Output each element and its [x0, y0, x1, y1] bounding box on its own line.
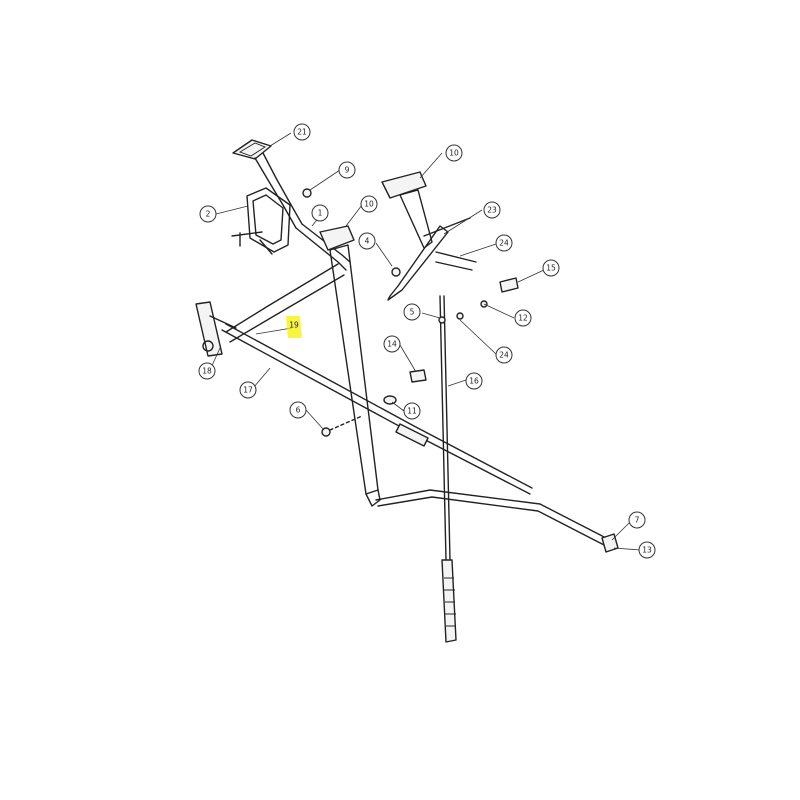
svg-text:5: 5 — [410, 308, 415, 317]
callout-2: 2 — [199, 205, 217, 223]
callout-14: 14 — [383, 335, 401, 353]
callout-5: 5 — [403, 303, 421, 321]
svg-text:23: 23 — [487, 206, 497, 215]
svg-text:1: 1 — [318, 209, 323, 218]
svg-text:6: 6 — [296, 406, 301, 415]
callout-11: 11 — [403, 402, 421, 420]
svg-text:11: 11 — [407, 407, 417, 416]
callout-13: 13 — [638, 541, 656, 559]
highlight-marker — [286, 316, 302, 338]
callout-1: 1 — [311, 204, 329, 222]
callout-10-middle: 10 — [360, 195, 378, 213]
callout-17: 17 — [239, 381, 257, 399]
parts-linework — [195, 139, 619, 643]
svg-text:16: 16 — [469, 377, 479, 386]
callout-15: 15 — [542, 259, 560, 277]
callout-9: 9 — [338, 161, 356, 179]
svg-text:10: 10 — [364, 200, 374, 209]
svg-text:17: 17 — [243, 386, 253, 395]
callout-10-upper: 10 — [445, 144, 463, 162]
callout-12: 12 — [514, 309, 532, 327]
leader-lines — [209, 132, 641, 551]
svg-text:14: 14 — [387, 340, 397, 349]
callouts: 21 9 2 1 10 10 23 4 24 15 5 12 24 19 18 … — [198, 123, 656, 559]
svg-text:2: 2 — [206, 210, 211, 219]
svg-text:7: 7 — [635, 516, 640, 525]
svg-text:18: 18 — [202, 367, 212, 376]
svg-text:24: 24 — [499, 351, 509, 360]
svg-text:4: 4 — [365, 237, 370, 246]
svg-text:19: 19 — [289, 321, 299, 330]
callout-21: 21 — [293, 123, 311, 141]
callout-7: 7 — [628, 511, 646, 529]
callout-4: 4 — [358, 232, 376, 250]
svg-text:15: 15 — [546, 264, 556, 273]
svg-text:12: 12 — [518, 314, 528, 323]
callout-23: 23 — [483, 201, 501, 219]
callout-24-lower: 24 — [495, 346, 513, 364]
callout-19-highlighted: 19 — [286, 316, 302, 338]
callout-24-upper: 24 — [495, 234, 513, 252]
svg-text:9: 9 — [345, 166, 350, 175]
callout-16: 16 — [465, 372, 483, 390]
svg-text:21: 21 — [297, 128, 307, 137]
callout-18: 18 — [198, 362, 216, 380]
diagram-sheet — [190, 118, 670, 678]
svg-text:10: 10 — [449, 149, 459, 158]
svg-text:13: 13 — [642, 546, 652, 555]
svg-text:24: 24 — [499, 239, 509, 248]
callout-6: 6 — [289, 401, 307, 419]
